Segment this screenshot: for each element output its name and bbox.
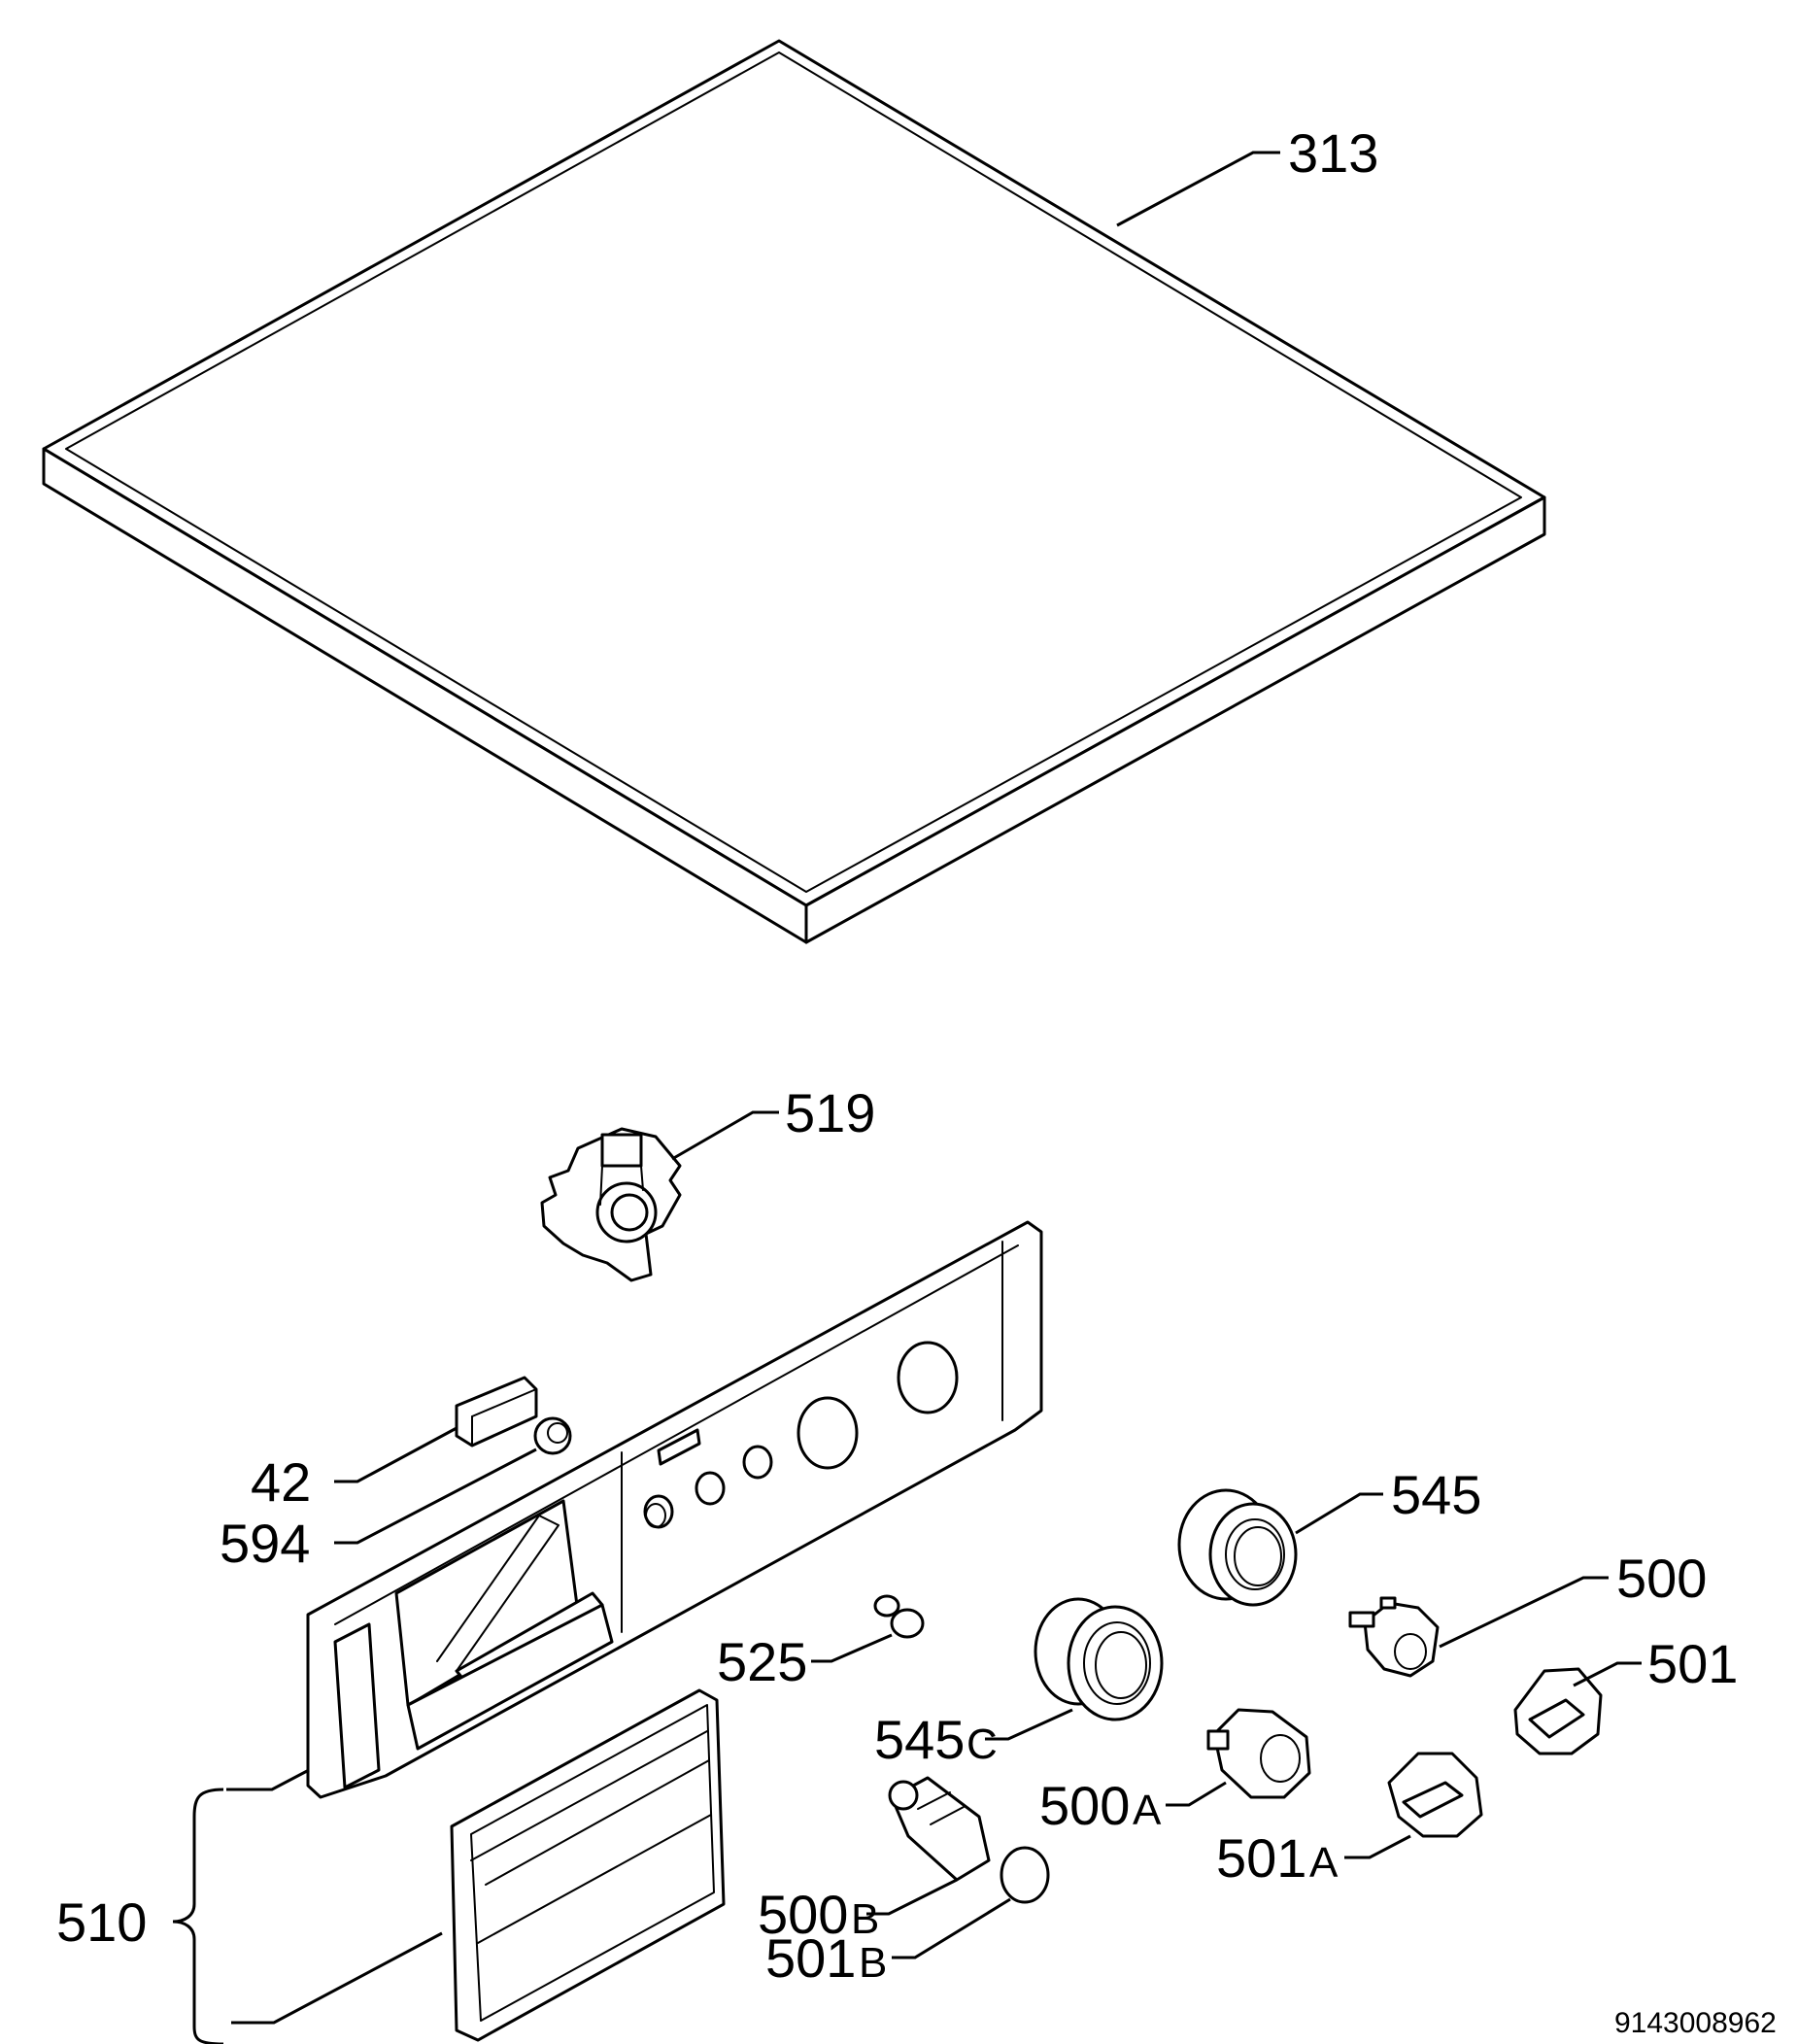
label-500a-main: 500 xyxy=(1039,1775,1130,1836)
callout-500a: 500 A xyxy=(1039,1775,1227,1836)
callout-519: 519 xyxy=(671,1082,875,1161)
control-panel xyxy=(306,1220,1043,1799)
label-545: 545 xyxy=(1391,1464,1481,1525)
callout-545: 545 xyxy=(1295,1464,1481,1535)
label-500b-main: 500 xyxy=(758,1884,848,1945)
part-500b xyxy=(888,1776,991,1882)
callout-500b: 500 B xyxy=(758,1878,958,1945)
label-510: 510 xyxy=(56,1891,147,1953)
part-501a-cap xyxy=(1387,1752,1483,1838)
part-313-top-cover xyxy=(42,39,1546,944)
document-number: 9143008962 xyxy=(1614,2007,1777,2039)
label-545c-suffix: C xyxy=(966,1720,998,1768)
callout-510: 510 xyxy=(56,1768,443,2044)
callout-525: 525 xyxy=(717,1631,893,1692)
part-501-cap xyxy=(1513,1667,1603,1755)
label-501a-suffix: A xyxy=(1309,1839,1339,1887)
label-501b-main: 501 xyxy=(765,1927,856,1989)
callout-594: 594 xyxy=(220,1448,537,1574)
callout-501b: 501 B xyxy=(765,1897,1011,1989)
callout-545c: 545 C xyxy=(874,1708,1073,1770)
part-594 xyxy=(533,1416,572,1455)
label-545c-main: 545 xyxy=(874,1709,965,1770)
label-500a-suffix: A xyxy=(1133,1787,1162,1834)
part-42 xyxy=(455,1376,538,1448)
part-545-knob xyxy=(1177,1488,1298,1607)
callout-42: 42 xyxy=(251,1426,458,1513)
part-525 xyxy=(873,1594,925,1639)
label-525: 525 xyxy=(717,1631,807,1692)
part-510-drawer-front xyxy=(450,1688,726,2042)
part-545c-knob xyxy=(1034,1597,1164,1721)
label-501a-main: 501 xyxy=(1216,1827,1306,1889)
part-500a xyxy=(1206,1708,1311,1799)
label-313: 313 xyxy=(1288,122,1378,184)
label-500: 500 xyxy=(1616,1548,1707,1609)
callout-313: 313 xyxy=(1116,122,1378,227)
label-594: 594 xyxy=(220,1513,310,1574)
part-519-bracket xyxy=(540,1127,682,1282)
label-500b-suffix: B xyxy=(851,1895,879,1943)
callout-501a: 501 A xyxy=(1216,1827,1411,1889)
part-500 xyxy=(1348,1596,1440,1678)
label-519: 519 xyxy=(785,1082,875,1143)
callout-501: 501 xyxy=(1573,1633,1738,1694)
label-42: 42 xyxy=(251,1451,311,1513)
label-501: 501 xyxy=(1647,1633,1738,1694)
label-501b-suffix: B xyxy=(859,1939,887,1987)
part-501b-button xyxy=(1000,1846,1050,1904)
callout-500: 500 xyxy=(1439,1548,1707,1649)
